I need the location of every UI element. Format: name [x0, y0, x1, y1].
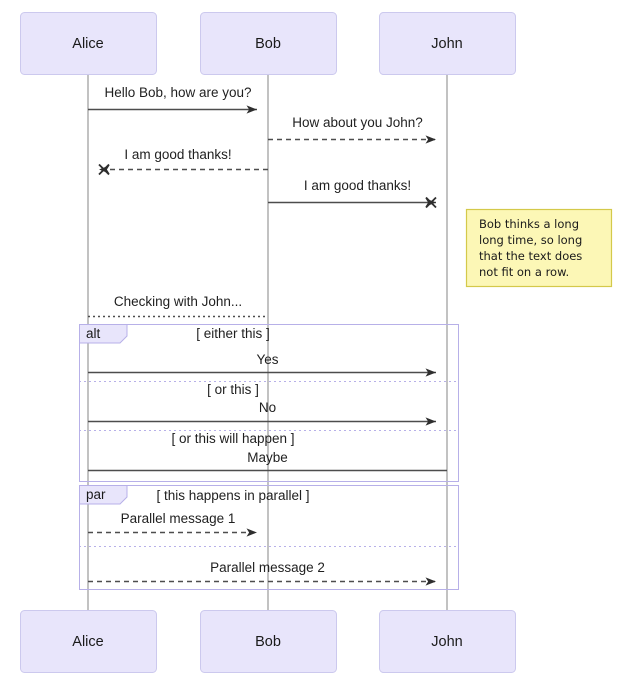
- note-line: long time, so long: [479, 233, 582, 247]
- message-m3: I am good thanks!: [98, 147, 268, 176]
- fragment-tab-par: [79, 485, 128, 505]
- fragment-outline-alt: [79, 324, 459, 482]
- message-label: No: [259, 400, 276, 415]
- message-m8: Maybe: [88, 450, 447, 472]
- actor-box[interactable]: [379, 12, 516, 75]
- actor-name-label: Bob: [255, 36, 281, 52]
- message-cross-marker: [98, 163, 110, 176]
- message-m6: Yes: [88, 352, 436, 377]
- note-line: Bob thinks a long: [479, 217, 579, 231]
- message-label: Hello Bob, how are you?: [104, 85, 251, 100]
- actor-top-alice[interactable]: Alice: [20, 12, 157, 75]
- blocks-layer: alt [ either this ] [ or this ] [ or this w…: [79, 324, 459, 590]
- actor-bottom-john[interactable]: John: [379, 610, 516, 673]
- fragment-kind-label: par: [86, 487, 106, 502]
- message-label: I am good thanks!: [304, 178, 411, 193]
- actor-top-bob[interactable]: Bob: [200, 12, 337, 75]
- message-label: How about you John?: [292, 115, 423, 130]
- message-label: I am good thanks!: [124, 147, 231, 162]
- actor-bottom-bob[interactable]: Bob: [200, 610, 337, 673]
- note-box: [465, 208, 613, 288]
- actor-box[interactable]: [200, 610, 337, 673]
- message-m10: Parallel message 2: [88, 560, 436, 586]
- fragment-block-alt: alt [ either this ] [ or this ] [ or this w…: [79, 324, 459, 482]
- notes-layer: Bob thinks a long long time, so long that …: [465, 208, 613, 288]
- actor-name-label: Alice: [72, 36, 103, 52]
- fragment-condition-label: [ or this ]: [207, 382, 259, 397]
- fragment-condition-label: [ this happens in parallel ]: [156, 488, 309, 503]
- actor-bottom-alice[interactable]: Alice: [20, 610, 157, 673]
- fragment-block-par: par [ this happens in parallel ]: [79, 485, 459, 590]
- note-line: that the text does: [479, 249, 582, 263]
- message-m7: No: [88, 400, 436, 426]
- message-label: Maybe: [247, 450, 288, 465]
- fragment-condition-label: [ either this ]: [196, 326, 270, 341]
- message-cross-marker: [425, 196, 437, 209]
- message-m9: Parallel message 1: [88, 511, 257, 537]
- message-label: Checking with John...: [114, 294, 242, 309]
- actor-name-label: John: [431, 634, 462, 650]
- actor-top-john[interactable]: John: [379, 12, 516, 75]
- actor-box[interactable]: [379, 610, 516, 673]
- actor-name-label: John: [431, 36, 462, 52]
- message-m5: Checking with John...: [88, 294, 268, 318]
- message-label: Yes: [256, 352, 278, 367]
- message-m2: How about you John?: [268, 115, 436, 144]
- messages-layer: Hello Bob, how are you? How about you Joh…: [88, 85, 447, 586]
- actor-name-label: Bob: [255, 634, 281, 650]
- message-m1: Hello Bob, how are you?: [88, 85, 257, 114]
- fragment-tab-alt: [79, 324, 128, 344]
- actor-box[interactable]: [20, 610, 157, 673]
- message-m4: I am good thanks!: [268, 178, 437, 209]
- note-line: not fit on a row.: [479, 265, 569, 279]
- fragment-outline-par: [79, 485, 459, 590]
- actor-box[interactable]: [20, 12, 157, 75]
- actor-box[interactable]: [200, 12, 337, 75]
- fragment-kind-label: alt: [86, 326, 101, 341]
- message-label: Parallel message 2: [210, 560, 325, 575]
- fragment-condition-label: [ or this will happen ]: [171, 431, 294, 446]
- note-bob-note: Bob thinks a long long time, so long that …: [465, 208, 613, 288]
- message-label: Parallel message 1: [121, 511, 236, 526]
- actor-name-label: Alice: [72, 634, 103, 650]
